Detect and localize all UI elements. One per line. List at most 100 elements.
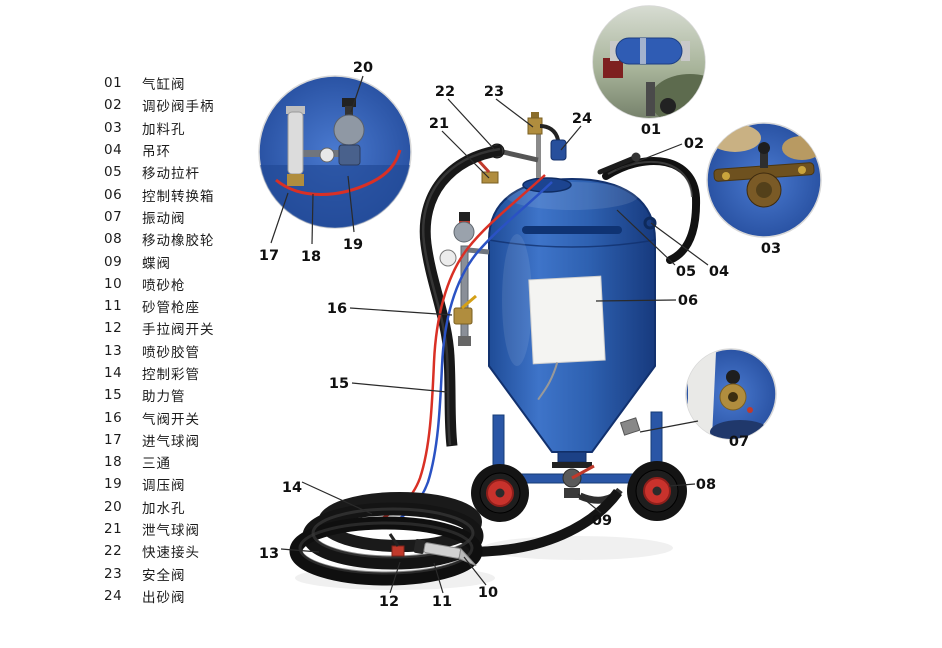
part-name: 蝶阀 <box>142 255 171 272</box>
left-wheel <box>471 464 529 522</box>
callout-08: 08 <box>696 477 716 493</box>
part-name: 控制彩管 <box>142 367 200 383</box>
safety-valve <box>527 112 543 135</box>
part-number: 24 <box>104 587 123 604</box>
bottom-outlet <box>552 451 623 504</box>
part-row: 09 蝶阀 <box>104 250 215 272</box>
blast-hose-coil <box>289 492 484 586</box>
part-number: 20 <box>104 498 123 515</box>
part-name: 进气球阀 <box>142 433 200 450</box>
part-name: 移动拉杆 <box>142 166 200 183</box>
part-number: 08 <box>104 231 123 248</box>
part-number: 06 <box>104 186 123 203</box>
callout-13: 13 <box>259 546 279 562</box>
callout-10: 10 <box>478 585 498 601</box>
part-number: 15 <box>104 387 123 404</box>
part-row: 21 泄气球阀 <box>104 518 215 540</box>
inset-vibration-valve-photo <box>685 348 777 440</box>
part-name: 吊环 <box>142 144 171 161</box>
part-name: 移动橡胶轮 <box>142 233 215 250</box>
callout-02: 02 <box>684 136 704 152</box>
callout-07: 07 <box>729 434 749 450</box>
callout-24: 24 <box>572 111 592 127</box>
part-number: 03 <box>104 119 123 136</box>
part-row: 03 加料孔 <box>104 117 215 139</box>
part-name: 砂管枪座 <box>142 300 200 317</box>
part-number: 09 <box>104 253 123 270</box>
part-name: 振动阀 <box>142 210 186 227</box>
part-number: 01 <box>104 75 123 92</box>
callout-06: 06 <box>678 293 698 309</box>
blast-gun <box>413 539 477 567</box>
air-hose <box>419 144 503 447</box>
part-name: 喷砂枪 <box>142 277 186 294</box>
inset-feed-hatch-photo <box>706 122 822 238</box>
part-name: 喷砂胶管 <box>142 344 200 361</box>
leader-lines <box>270 75 709 594</box>
hand-pull-valve <box>388 533 405 557</box>
part-number: 07 <box>104 208 123 225</box>
callout-17: 17 <box>259 248 279 264</box>
release-ball-valve <box>476 158 499 184</box>
callout-14: 14 <box>282 480 302 496</box>
blast-gun-assembly <box>388 533 477 567</box>
lifting-ring <box>643 216 657 230</box>
callout-20: 20 <box>353 60 373 76</box>
part-name: 加料孔 <box>142 121 186 138</box>
part-name: 三通 <box>142 456 171 473</box>
callout-04: 04 <box>709 264 729 280</box>
part-number: 21 <box>104 521 123 538</box>
pressure-gauge <box>439 249 457 267</box>
part-name: 控制转换箱 <box>142 188 215 205</box>
inset-regulator-photo <box>258 75 412 229</box>
callout-12: 12 <box>379 594 399 610</box>
part-number: 11 <box>104 298 123 315</box>
right-wheel <box>627 461 687 521</box>
red-control-tube <box>377 174 546 522</box>
part-name: 安全阀 <box>142 567 186 584</box>
part-row: 08 移动橡胶轮 <box>104 228 215 250</box>
sand-adjust-handle <box>597 152 641 175</box>
part-number: 02 <box>104 97 123 114</box>
callout-18: 18 <box>301 249 321 265</box>
part-name: 快速接头 <box>142 545 200 562</box>
part-row: 11 砂管枪座 <box>104 295 215 317</box>
part-row: 20 加水孔 <box>104 496 215 518</box>
part-number: 10 <box>104 275 123 292</box>
undercarriage <box>471 411 687 522</box>
part-number: 05 <box>104 164 123 181</box>
callout-19: 19 <box>343 237 363 253</box>
callout-22: 22 <box>435 84 455 100</box>
callout-09: 09 <box>592 513 612 529</box>
regulator-assembly <box>439 212 490 346</box>
vibrator-body <box>619 417 641 436</box>
part-number: 14 <box>104 365 123 381</box>
part-name: 气缸阀 <box>142 77 186 94</box>
part-number: 19 <box>104 476 123 493</box>
part-row: 10 喷砂枪 <box>104 273 215 295</box>
part-name: 调砂阀手柄 <box>142 99 215 116</box>
callout-03: 03 <box>761 241 781 257</box>
air-valve-switch <box>453 294 477 325</box>
part-row: 05 移动拉杆 <box>104 161 215 183</box>
part-row: 07 振动阀 <box>104 206 215 228</box>
part-name: 泄气球阀 <box>142 523 200 540</box>
part-name: 加水孔 <box>142 500 186 517</box>
callout-labels: 20 22 23 21 24 02 01 03 17 18 19 05 04 0… <box>259 60 781 610</box>
part-number: 16 <box>104 409 123 426</box>
callout-16: 16 <box>327 301 347 317</box>
part-name: 手拉阀开关 <box>142 322 215 339</box>
sand-outlet-valve <box>539 124 567 161</box>
